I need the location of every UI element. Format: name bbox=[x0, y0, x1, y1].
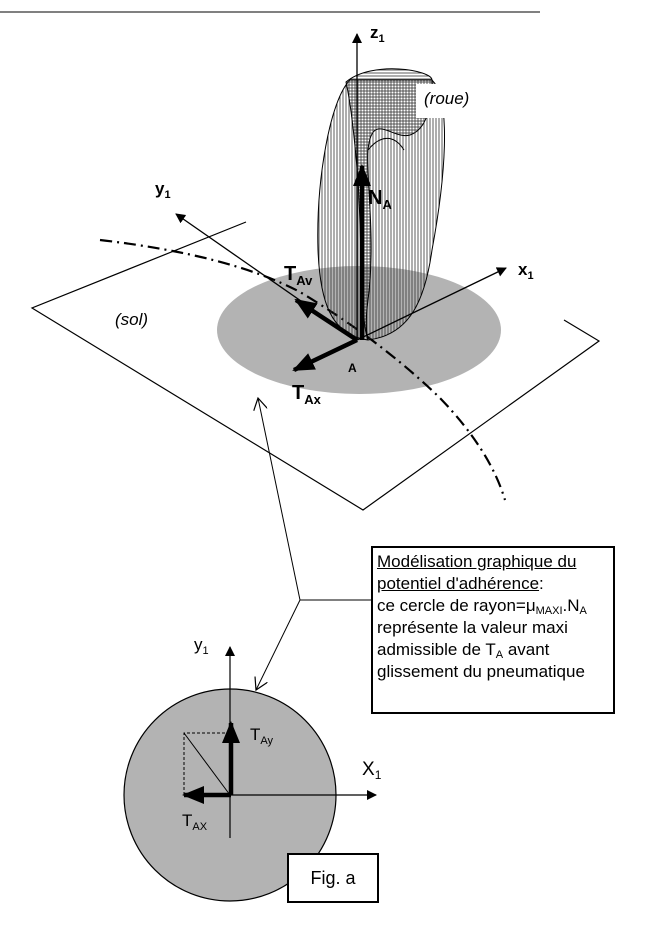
note-line5: admissible de TA avant bbox=[377, 640, 550, 661]
annotation-box: Modélisation graphique du potentiel d'ad… bbox=[371, 546, 615, 714]
x1-label: x1 bbox=[518, 260, 534, 282]
note-title-line2: potentiel d'adhérence: bbox=[377, 574, 544, 593]
bottom-y1-label: y1 bbox=[194, 635, 209, 657]
point-A-label: A bbox=[348, 361, 357, 375]
TAx-vector bbox=[292, 337, 358, 373]
z1-label: z1 bbox=[370, 23, 385, 45]
NA-label: NA bbox=[368, 187, 392, 212]
note-line6: glissement du pneumatique bbox=[377, 662, 585, 681]
TAX-bottom-label: TAX bbox=[182, 811, 208, 833]
leader-top bbox=[258, 398, 301, 601]
leader-bottom bbox=[256, 599, 301, 690]
wheel-label: (roue) bbox=[424, 89, 469, 108]
figure-caption-box: Fig. a bbox=[287, 853, 379, 903]
resultant-line bbox=[183, 732, 231, 796]
figure-caption: Fig. a bbox=[310, 867, 356, 888]
TAy-bottom-label: TAy bbox=[250, 725, 274, 747]
y1-label: y1 bbox=[155, 179, 171, 201]
bottom-X1-label: X1 bbox=[362, 759, 382, 782]
TAx-label: TAx bbox=[292, 382, 322, 407]
note-title-line1: Modélisation graphique du bbox=[377, 552, 577, 571]
TAy-vector bbox=[294, 298, 359, 342]
TAv-label: TAv bbox=[284, 263, 313, 288]
ground-label: (sol) bbox=[115, 310, 148, 329]
x1-axis bbox=[356, 267, 507, 341]
trajectory-curve bbox=[99, 238, 507, 501]
ground-plane bbox=[30, 221, 601, 511]
note-line4: représente la valeur maxi bbox=[377, 618, 568, 637]
wheel bbox=[317, 68, 480, 341]
note-line3: ce cercle de rayon=μMAXI.NA bbox=[377, 596, 587, 617]
